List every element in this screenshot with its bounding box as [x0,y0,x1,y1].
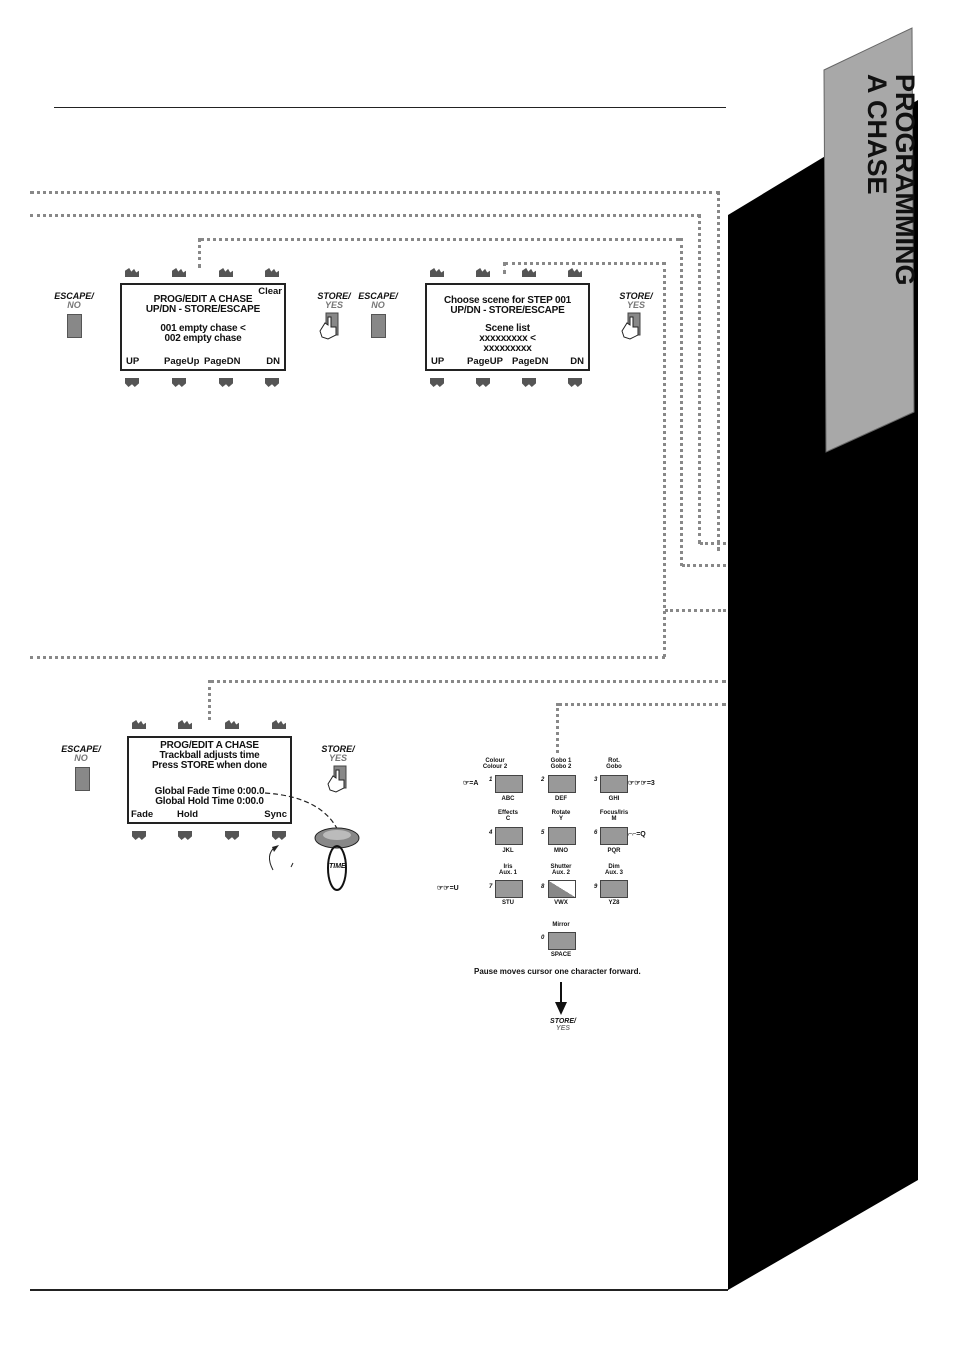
keypad-key-2[interactable] [548,775,576,793]
escape-label: ESCAPE/NO [61,744,101,763]
softkey-bottom[interactable] [219,378,233,387]
softkey-bottom[interactable] [430,378,444,387]
store-label: STORE/YES [619,291,653,310]
keypad-key-8[interactable] [548,880,576,898]
trackball-time-label: TIME [329,863,346,870]
store-label: STORE/YES [321,744,355,763]
lcd-screen-global-times: PROG/EDIT A CHASE Trackball adjusts time… [127,736,292,824]
bottom-rule [30,1289,728,1291]
softkey-top[interactable] [272,720,286,729]
trackball-icon[interactable] [312,818,362,898]
connector-line [680,238,683,566]
top-rule [54,107,726,108]
keypad-key-0[interactable] [548,932,576,950]
connector-line [700,542,726,545]
softkey-top[interactable] [522,268,536,277]
softkey-bottom[interactable] [225,831,239,840]
keypad-key-4[interactable] [495,827,523,845]
connector-line [200,238,680,241]
keypad-side-label: ☞=A [463,780,479,787]
softkey-top[interactable] [430,268,444,277]
softkey-top[interactable] [476,268,490,277]
keypad-side-label: ⌐⌐=Q [628,831,646,838]
side-title: PROGRAMMING A CHASE [798,74,920,304]
connector-line [30,191,720,194]
side-title-line1: PROGRAMMING [890,74,920,286]
lcd-screen-chase-list: Clear PROG/EDIT A CHASE UP/DN - STORE/ES… [120,283,286,371]
keypad-key-6[interactable] [600,827,628,845]
side-panel-graphic [728,27,918,1290]
connector-line [698,214,701,544]
softkey-top[interactable] [178,720,192,729]
keypad-side-label: ☞☞=U [437,885,459,892]
softkey-bottom[interactable] [125,378,139,387]
side-title-line2: A CHASE [862,74,892,195]
pause-note: Pause moves cursor one character forward… [474,967,641,976]
connector-line [682,564,726,567]
keypad-key-5[interactable] [548,827,576,845]
connector-line [665,609,726,612]
keypad-key-9[interactable] [600,880,628,898]
lcd-screen-scene-choice: Choose scene for STEP 001 UP/DN - STORE/… [425,283,590,371]
connector-line [198,238,201,268]
keypad-key-3[interactable] [600,775,628,793]
softkey-bottom[interactable] [272,831,286,840]
escape-button[interactable] [67,314,82,338]
store-button-hand-icon[interactable] [618,311,646,341]
connector-line [717,191,720,551]
softkey-top[interactable] [125,268,139,277]
store-label: STORE/YES [317,291,351,310]
escape-button[interactable] [75,767,90,791]
keypad-side-label: ☞☞☞=3 [628,780,655,787]
connector-line [503,262,506,274]
softkey-bottom[interactable] [568,378,582,387]
softkey-top[interactable] [132,720,146,729]
softkey-top[interactable] [219,268,233,277]
connector-line [208,680,211,720]
softkey-bottom[interactable] [476,378,490,387]
softkey-top[interactable] [265,268,279,277]
softkey-top[interactable] [172,268,186,277]
connector-line [505,262,665,265]
lcd-clear-label: Clear [258,286,282,297]
keypad-key-7[interactable] [495,880,523,898]
store-button-hand-icon[interactable] [316,311,344,341]
connector-line [663,262,666,657]
down-arrow-icon [555,982,567,1015]
connector-line [556,703,559,753]
connector-line [30,214,700,217]
softkey-top[interactable] [225,720,239,729]
keypad-key-1[interactable] [495,775,523,793]
keypad-store-label: STORE/YES [550,1018,576,1032]
escape-label: ESCAPE/NO [54,291,94,310]
softkey-bottom[interactable] [132,831,146,840]
softkey-bottom[interactable] [265,378,279,387]
escape-button[interactable] [371,314,386,338]
connector-line [558,703,726,706]
softkey-bottom[interactable] [522,378,536,387]
softkey-top[interactable] [568,268,582,277]
connector-line [210,680,726,683]
connector-line [30,656,665,659]
softkey-bottom[interactable] [172,378,186,387]
escape-label: ESCAPE/NO [358,291,398,310]
store-button-hand-icon[interactable] [324,764,352,794]
softkey-bottom[interactable] [178,831,192,840]
